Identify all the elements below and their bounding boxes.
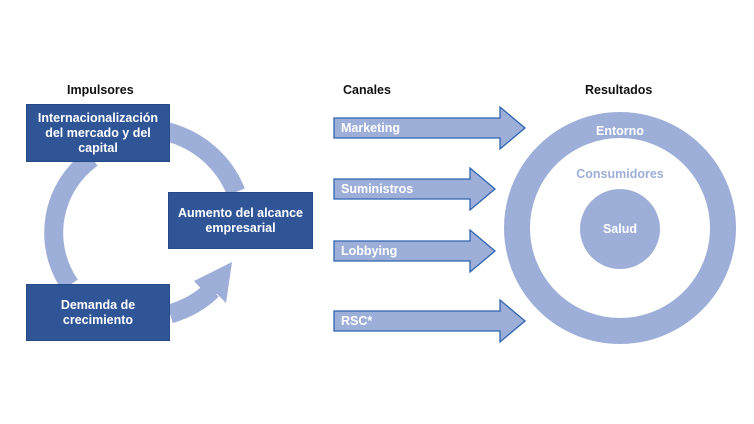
result-label-entorno: Entorno — [596, 124, 644, 138]
cycle-arrowhead-icon — [194, 262, 232, 303]
header-channels: Canales — [343, 83, 391, 97]
cycle-arc-left — [44, 150, 98, 291]
results-rings — [504, 112, 736, 344]
driver-growth-demand: Demanda de crecimiento — [26, 284, 170, 341]
arrow-suministros-icon — [333, 166, 497, 212]
header-drivers: Impulsores — [67, 83, 134, 97]
arrow-marketing-icon — [333, 105, 527, 151]
driver-internationalization: Internacionalización del mercado y del c… — [26, 104, 170, 162]
cycle-arrow — [44, 122, 245, 324]
channel-label-marketing: Marketing — [341, 121, 401, 135]
channel-label-suministros: Suministros — [341, 182, 414, 196]
channel-label-rsc: RSC* — [341, 314, 373, 328]
arrow-rsc-icon — [333, 298, 527, 344]
channel-arrows — [333, 105, 527, 344]
circle-inner-salud — [580, 189, 660, 269]
ring-outer-entorno — [504, 112, 736, 344]
result-label-salud: Salud — [602, 222, 638, 236]
channel-label-lobbying: Lobbying — [341, 244, 398, 258]
header-results: Resultados — [585, 83, 653, 97]
driver-business-reach: Aumento del alcance empresarial — [168, 192, 313, 249]
arrow-lobbying-icon — [333, 228, 497, 274]
cycle-arc-top-right — [165, 122, 245, 196]
result-label-consumidores: Consumidores — [576, 167, 664, 181]
